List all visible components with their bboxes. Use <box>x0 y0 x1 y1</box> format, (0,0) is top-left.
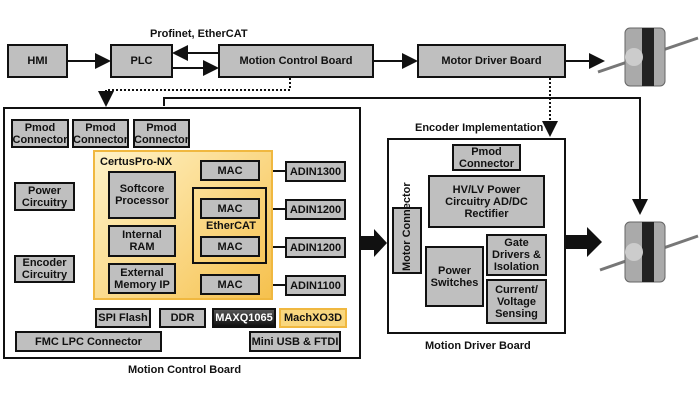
pmod-connector: Pmod Connector <box>72 119 129 148</box>
ethercat-group <box>192 187 267 264</box>
ethercat-label: EtherCAT <box>206 220 256 232</box>
mac-block: MAC <box>200 274 260 295</box>
mac-block: MAC <box>200 198 260 219</box>
machxo3d: MachXO3D <box>279 308 347 328</box>
motion-control-board <box>3 107 361 359</box>
protocol-label: Profinet, EtherCAT <box>150 28 248 40</box>
spi-flash: SPI Flash <box>95 308 151 328</box>
external-memory-ip: External Memory IP <box>108 263 176 294</box>
motor-connector: Motor Connector <box>392 181 422 274</box>
power-circuitry: Power Circuitry <box>14 182 75 211</box>
current-voltage-sensing: Current/ Voltage Sensing <box>486 279 547 324</box>
power-switches: Power Switches <box>425 246 484 307</box>
hmi-block: HMI <box>7 44 68 78</box>
ddr: DDR <box>159 308 206 328</box>
maxq1065: MAXQ1065 <box>212 308 276 328</box>
internal-ram: Internal RAM <box>108 225 176 257</box>
fpga-label: CertusPro-NX <box>100 156 173 168</box>
encoder-circuitry: Encoder Circuitry <box>14 255 75 283</box>
pmod-connector: Pmod Connector <box>133 119 190 148</box>
pmod-connector: Pmod Connector <box>11 119 69 148</box>
phy-adin1100: ADIN1100 <box>285 275 346 296</box>
motion-control-board-block: Motion Control Board <box>218 44 374 78</box>
mdb-label: Motion Driver Board <box>425 340 531 352</box>
fmc-lpc-connector: FMC LPC Connector <box>15 331 162 352</box>
phy-adin1200: ADIN1200 <box>285 237 346 258</box>
softcore-processor: Softcore Processor <box>108 171 176 219</box>
motor-connector-label: Motor Connector <box>401 181 413 271</box>
stepper-motor-icon <box>597 27 699 87</box>
encoder-implementation-label: Encoder Implementation <box>415 122 544 134</box>
stepper-motor-icon <box>599 221 699 283</box>
mac-block: MAC <box>200 236 260 257</box>
pmod-connector: Pmod Connector <box>452 144 521 171</box>
plc-block: PLC <box>110 44 173 78</box>
phy-adin1200: ADIN1200 <box>285 199 346 220</box>
mini-usb-ftdi: Mini USB & FTDI <box>249 331 341 352</box>
hv-lv-power-circuitry: HV/LV Power Circuitry AD/DC Rectifier <box>428 175 545 228</box>
gate-drivers: Gate Drivers & Isolation <box>486 234 547 276</box>
motor-driver-board-block: Motor Driver Board <box>417 44 566 78</box>
mac-block: MAC <box>200 160 260 181</box>
mcb-label: Motion Control Board <box>128 364 242 376</box>
phy-adin1300: ADIN1300 <box>285 161 346 182</box>
motion-driver-board <box>387 138 566 334</box>
